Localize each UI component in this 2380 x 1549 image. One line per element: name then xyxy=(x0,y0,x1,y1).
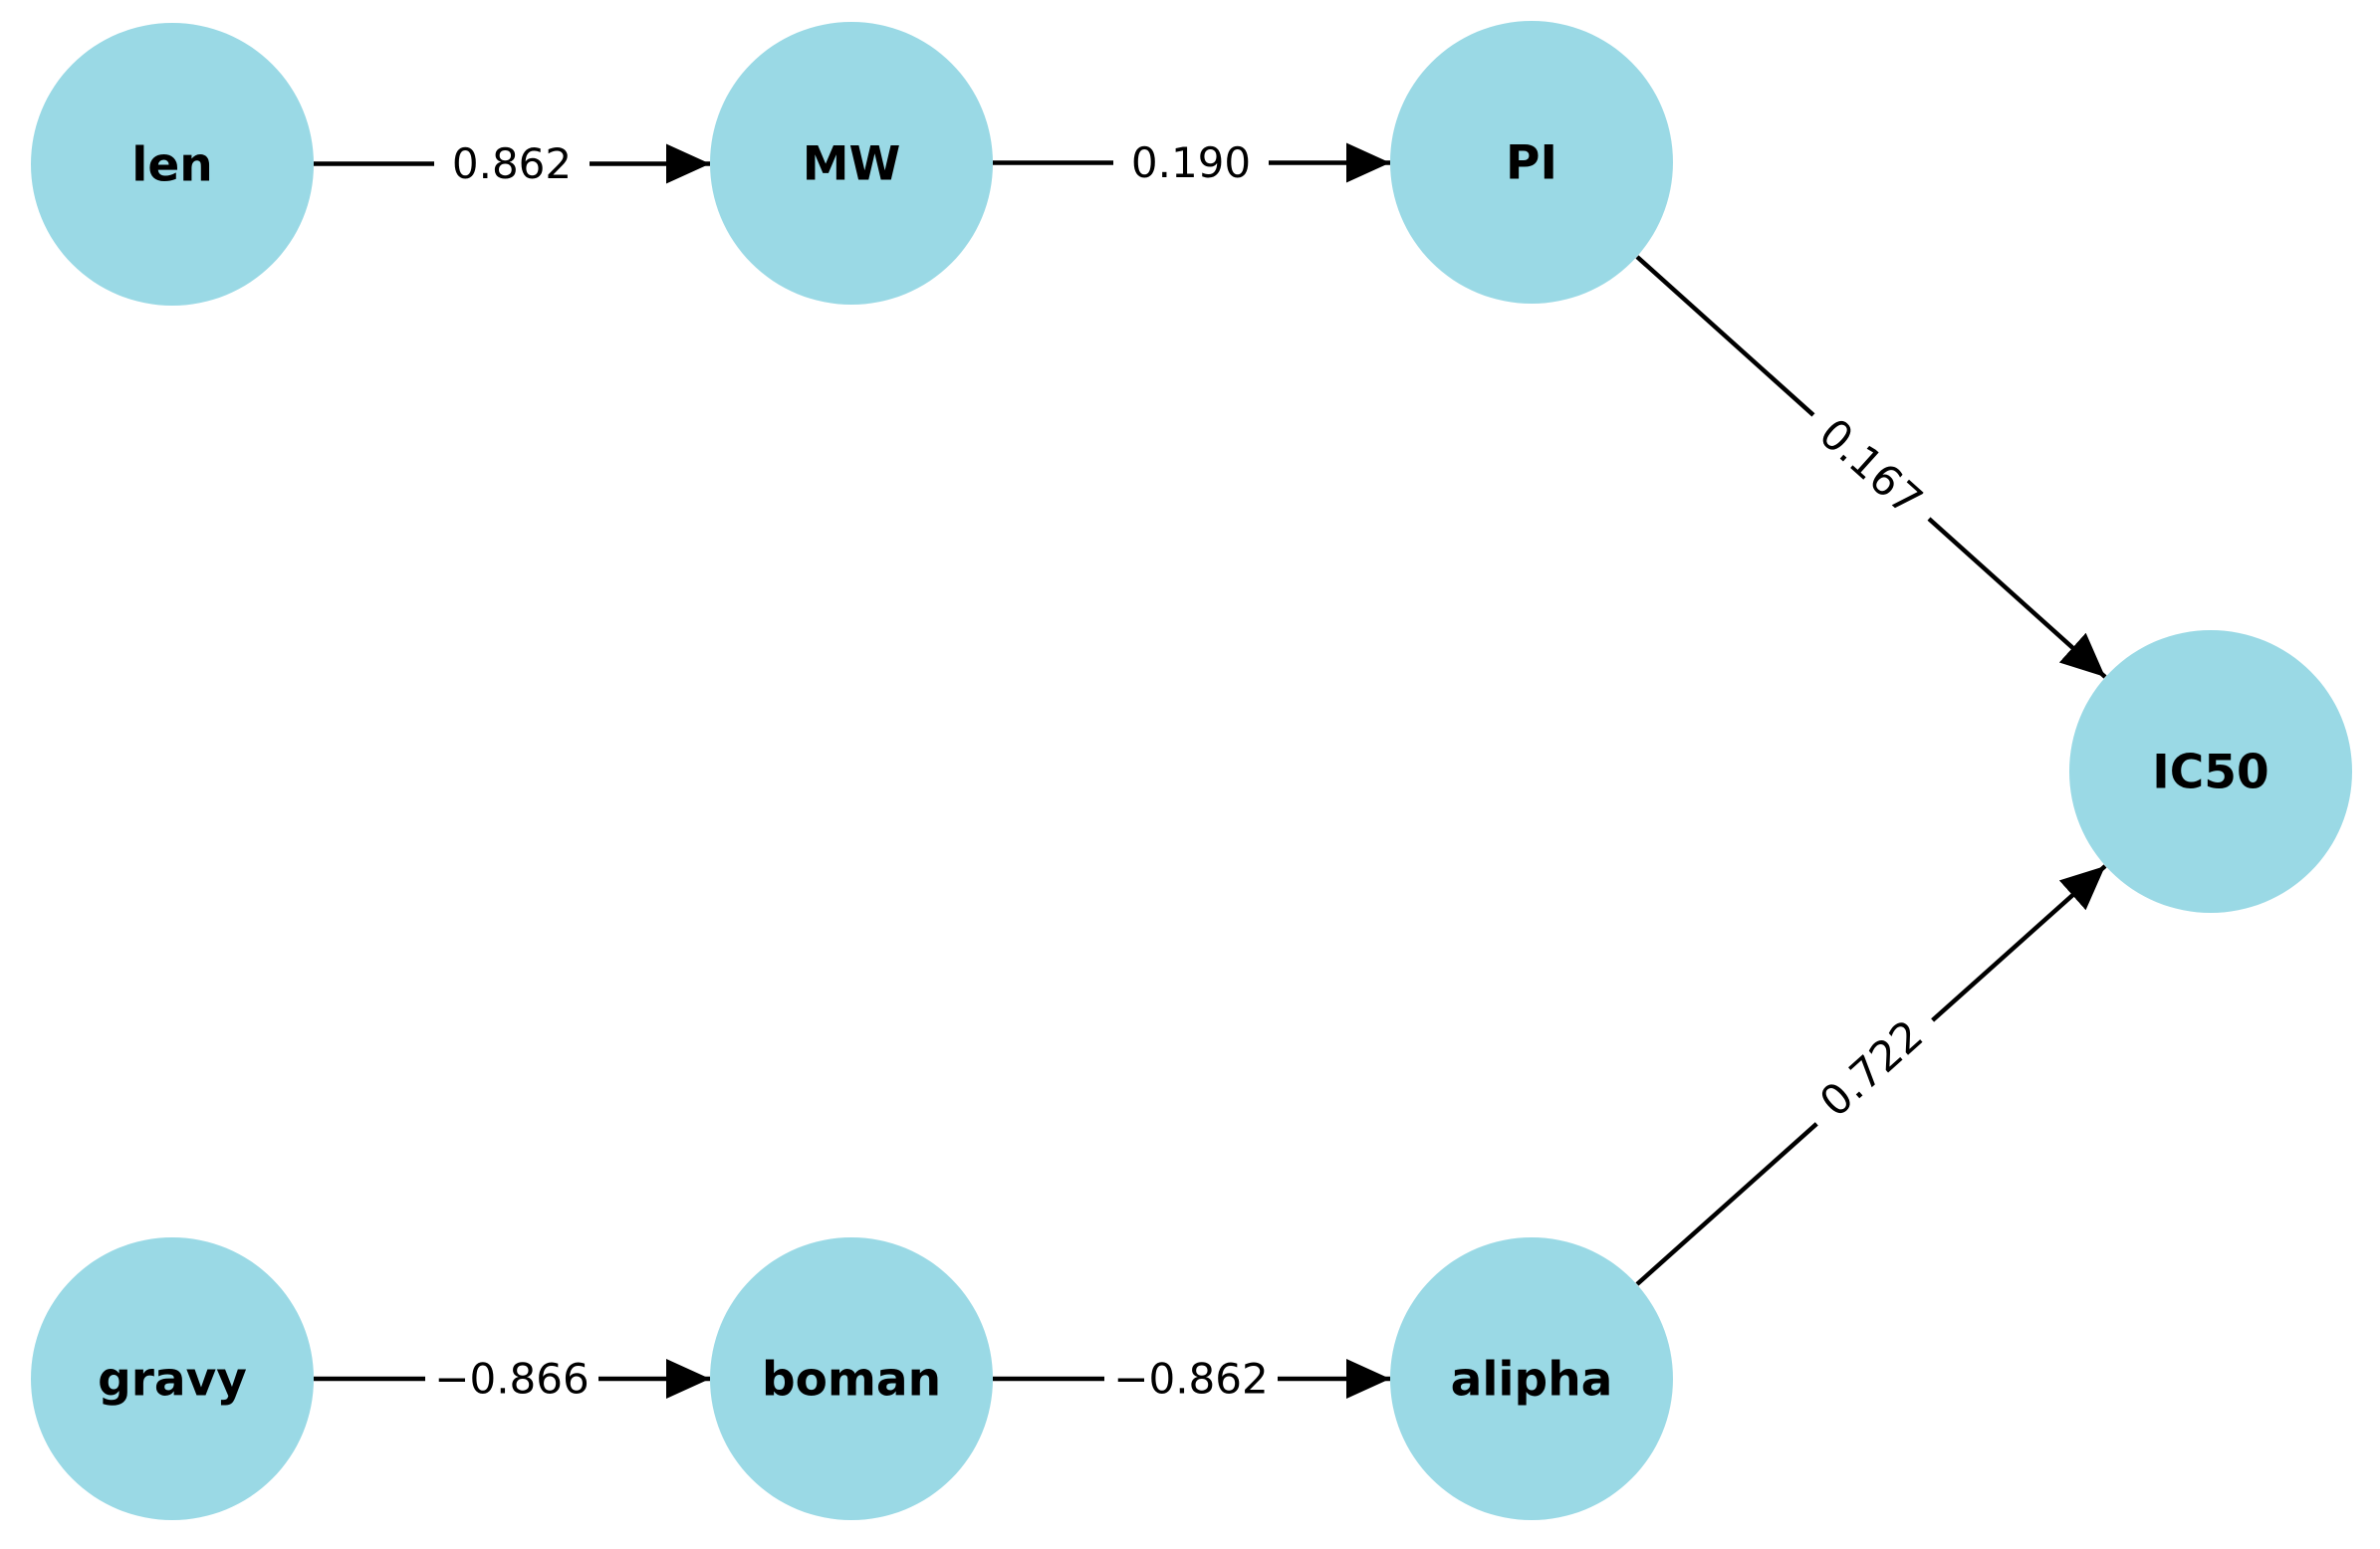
node-IC50: IC50 xyxy=(2069,630,2352,913)
edge-label-box xyxy=(434,136,590,191)
node-circle xyxy=(1390,21,1673,304)
node-circle xyxy=(710,1237,993,1520)
edge-label-gravy-boman: −0.866 xyxy=(425,1351,598,1407)
edge-label-text: −0.862 xyxy=(1113,1355,1268,1404)
node-label: alipha xyxy=(1451,1352,1613,1407)
node-circle xyxy=(31,23,314,306)
node-PI: PI xyxy=(1390,21,1673,304)
node-circle xyxy=(31,1237,314,1520)
edge-label-text: 0.722 xyxy=(1810,1010,1932,1127)
edge-label-MW-PI: 0.190 xyxy=(1113,135,1269,190)
edge-label-box xyxy=(1794,394,1948,540)
node-label: IC50 xyxy=(2152,745,2268,799)
edge-label-box xyxy=(1113,135,1269,190)
edge-label-len-MW: 0.862 xyxy=(434,136,590,191)
edge-label-text: −0.866 xyxy=(434,1355,589,1404)
node-label: gravy xyxy=(98,1352,247,1407)
edge-label-alipha-IC50: 0.722 xyxy=(1794,996,1948,1141)
edge-label-text: 0.862 xyxy=(452,139,572,188)
node-gravy: gravy xyxy=(31,1237,314,1520)
node-label: len xyxy=(131,137,212,192)
node-label: PI xyxy=(1506,135,1557,190)
edge-label-boman-alipha: −0.862 xyxy=(1104,1351,1278,1407)
edge-label-box xyxy=(1794,996,1948,1141)
edge-label-box xyxy=(1104,1351,1278,1407)
node-circle xyxy=(1390,1237,1673,1520)
edge-label-box xyxy=(425,1351,598,1407)
node-len: len xyxy=(31,23,314,306)
node-alipha: alipha xyxy=(1390,1237,1673,1520)
edge-label-text: 0.190 xyxy=(1131,138,1251,187)
node-label: boman xyxy=(762,1352,941,1407)
node-MW: MW xyxy=(710,22,993,305)
edge-label-PI-IC50: 0.167 xyxy=(1794,394,1948,540)
node-circle xyxy=(710,22,993,305)
node-label: MW xyxy=(803,136,901,191)
node-circle xyxy=(2069,630,2352,913)
node-boman: boman xyxy=(710,1237,993,1520)
edge-label-text: 0.167 xyxy=(1810,409,1932,526)
